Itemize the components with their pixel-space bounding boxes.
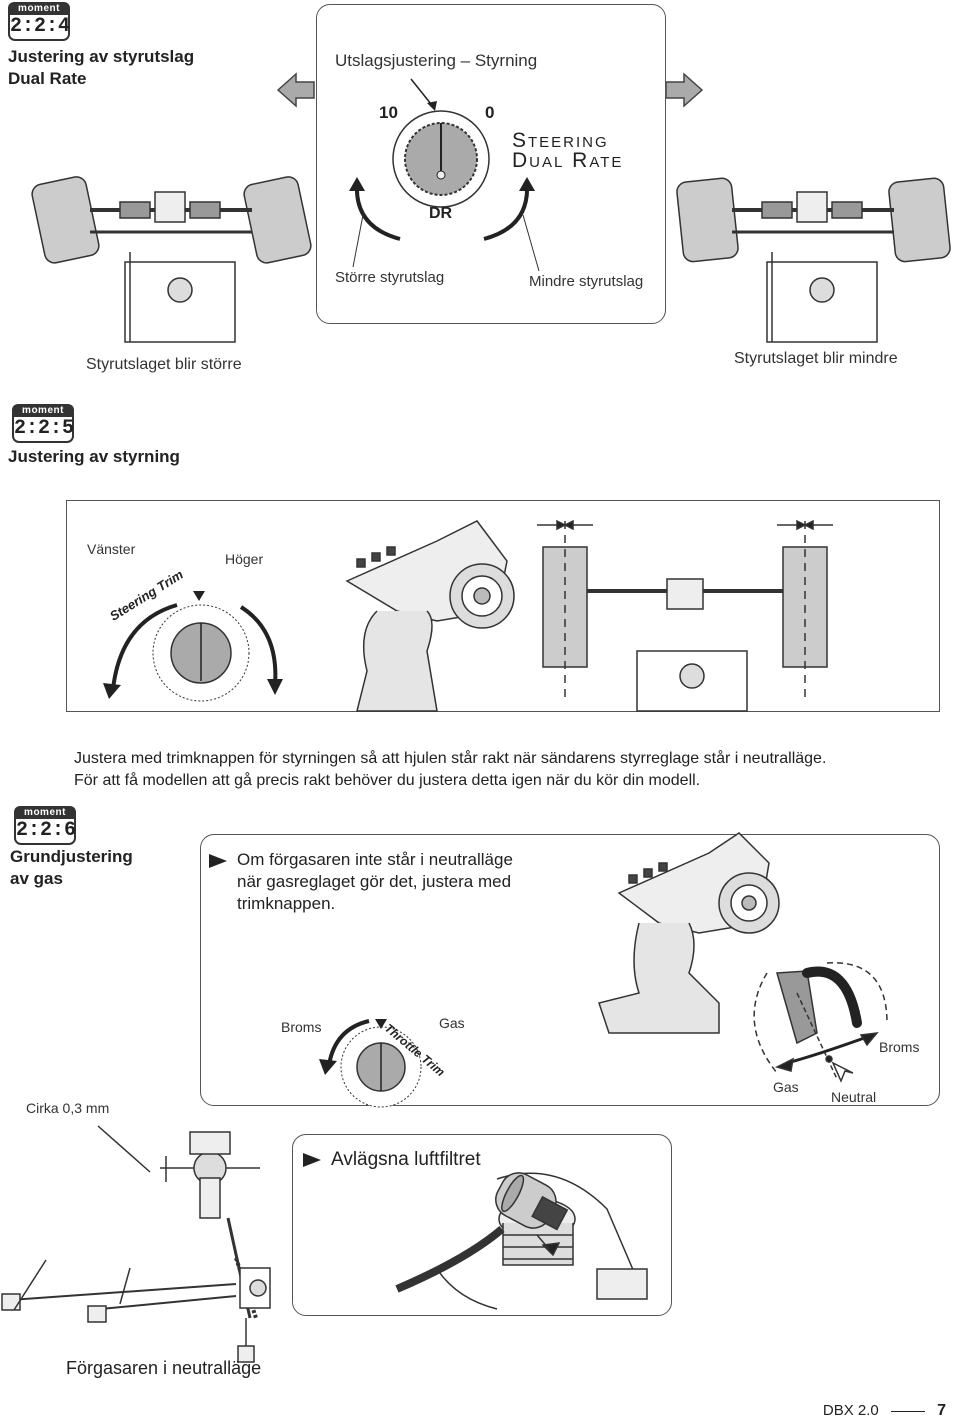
label-broms: Broms [281,1019,322,1035]
dual-rate-panel: Utslagsjustering – Styrning 10 0 DR Stee… [316,4,666,324]
section-badge-2-2-5: moment 2:2:5 [12,404,74,443]
title-line-2: Dual Rate [8,69,87,88]
instruction-line-3: trimknappen. [237,894,336,913]
dr-pointer-icon [410,78,437,111]
logo-line-2: Dual Rate [512,149,624,172]
steering-trim-panel: Vänster Höger Steering Trim [66,500,940,712]
footer-rule [890,1410,925,1412]
steering-dual-rate-logo: Steering Dual Rate [512,129,624,172]
transmitter-throttle-illustration [598,832,780,1034]
badge-top: moment [8,2,70,15]
section-title-2-2-5: Justering av styrning [8,447,180,466]
steering-trim-dial-icon [103,591,283,702]
dial-label-0: 0 [485,103,495,122]
transmitter-illustration [345,520,515,712]
instruction-line-2: För att få modellen att gå precis rakt b… [74,772,701,789]
title-line-2: av gas [10,869,63,888]
throttle-trigger-illustration [753,962,888,1083]
instruction-line-1: Om förgasaren inte står i neutralläge [237,850,513,869]
car-front-toe-illustration [537,519,833,712]
dual-rate-heading: Utslagsjustering – Styrning [335,51,538,70]
badge-number: 2:2:6 [14,819,76,845]
engine-air-filter-illustration [395,1172,648,1310]
page-number: 7 [937,1402,946,1419]
instruction-line-2: när gasreglaget gör det, justera med [237,872,512,891]
section-title-2-2-4: Justering av styrutslag Dual Rate [8,46,194,90]
trigger-label-broms: Broms [879,1039,920,1055]
section-badge-2-2-6: moment 2:2:6 [14,806,76,845]
arrow-right-icon [665,72,704,108]
title-line-1: Justering av styrutslag [8,47,195,66]
car-front-left-steer-illustration [31,176,312,343]
dial-name-dr: DR [429,205,453,222]
caption-smaller-steering: Mindre styrutslag [529,273,644,290]
label-left: Vänster [87,541,136,557]
arrow-curve-left-icon [349,177,401,241]
instructions-2-2-5: Justera med trimknappen för styrningen s… [74,748,954,792]
caption-left-car: Styrutslaget blir större [86,356,242,373]
air-filter-title: Avlägsna luftfiltret [303,1149,481,1171]
air-filter-title-text: Avlägsna luftfiltret [331,1149,481,1170]
badge-top: moment [14,806,76,819]
badge-number: 2:2:5 [12,417,74,443]
carburetor-neutral-caption: Förgasaren i neutralläge [66,1358,262,1378]
dial-label-10: 10 [379,103,398,122]
badge-top: moment [12,404,74,417]
product-name: DBX 2.0 [822,1402,879,1419]
throttle-trim-dial-icon [319,1019,422,1108]
dr-dial-icon [392,110,490,208]
label-gas: Gas [439,1015,465,1031]
trigger-label-neutral: Neutral [831,1089,877,1105]
trigger-label-gas: Gas [773,1079,799,1095]
arrow-curve-right-icon [483,177,535,241]
caption-larger-steering: Större styrutslag [335,269,445,286]
instruction-line-1: Justera med trimknappen för styrningen s… [74,750,827,767]
carburetor-linkage-illustration [1,1125,271,1363]
section-badge-2-2-4: moment 2:2:4 [8,2,70,41]
logo-line-1: Steering [512,129,609,152]
badge-number: 2:2:4 [8,15,70,41]
throttle-trim-instruction: Om förgasaren inte står i neutralläge nä… [209,849,513,915]
label-right: Höger [225,551,264,567]
bullet-triangle-icon [209,853,227,868]
caption-right-car: Styrutslaget blir mindre [734,350,898,367]
measurement-label: Cirka 0,3 mm [26,1100,110,1116]
air-filter-panel: Avlägsna luftfiltret [292,1134,672,1316]
title-line-1: Grundjustering [10,847,133,866]
section-title-2-2-6: Grundjustering av gas [10,846,133,890]
page-footer: DBX 2.0 7 [823,1402,946,1420]
bullet-triangle-icon [303,1152,321,1167]
throttle-trim-panel: Om förgasaren inte står i neutralläge nä… [200,832,940,1108]
arrow-left-icon [276,72,315,108]
caption-leader-lines [352,214,540,272]
car-front-right-steer-illustration [676,177,951,343]
